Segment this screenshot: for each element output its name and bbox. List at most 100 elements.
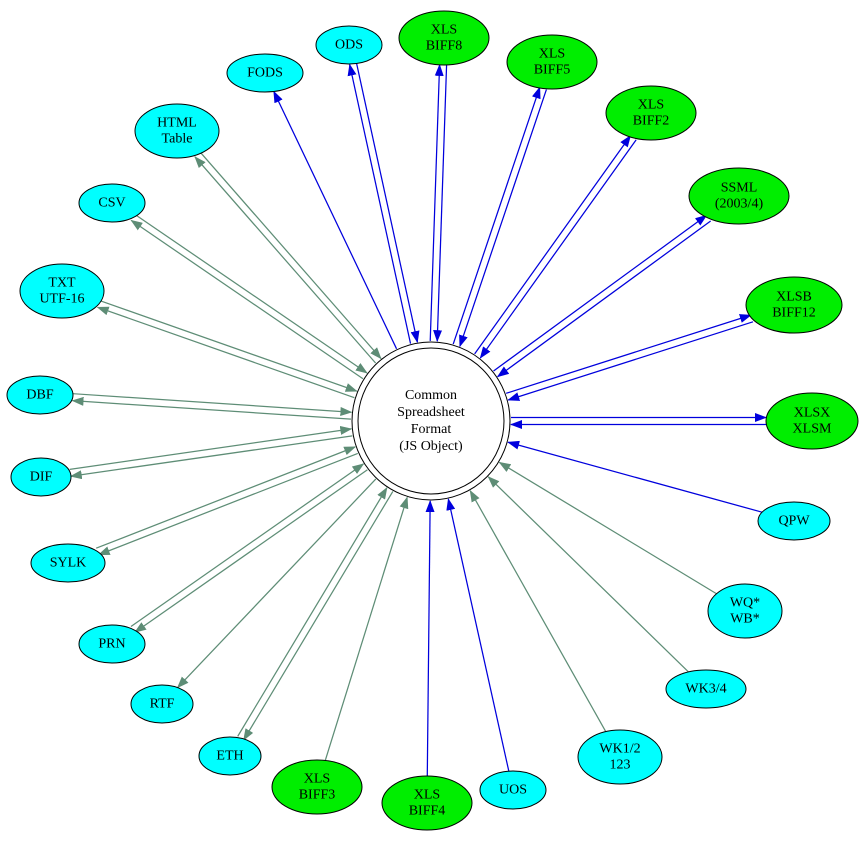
node-ellipse-sylk (30, 543, 106, 583)
node-ellipse-wk34 (665, 669, 747, 709)
edge-ssml-in (496, 220, 712, 378)
edge-xlsb-biff12-out (505, 314, 752, 394)
node-label-txt-utf16: UTF-16 (39, 292, 84, 307)
node-label-xlsb-biff12: XLSB (776, 290, 812, 305)
center-label-line: Format (411, 422, 452, 437)
node-label-rtf: RTF (150, 697, 175, 712)
edge-eth-in (237, 486, 388, 737)
node-label-fods: FODS (247, 66, 283, 81)
edge-prn-in (130, 463, 365, 627)
node-label-ssml: SSML (721, 181, 758, 196)
node-label-html-table: Table (162, 132, 193, 147)
node-label-csv: CSV (98, 196, 125, 211)
edge-eth-out (243, 491, 394, 741)
node-label-uos: UOS (499, 783, 527, 798)
node-rtf: RTF (130, 684, 194, 724)
center-label-line: Spreadsheet (397, 405, 465, 420)
node-label-sylk: SYLK (50, 556, 87, 571)
edge-xls-biff5-out (452, 86, 541, 345)
node-uos: UOS (479, 770, 547, 810)
node-ellipse-xls-biff8 (398, 10, 490, 66)
edge-xls-biff8-out (429, 63, 444, 341)
node-sylk: SYLK (30, 543, 106, 583)
node-ellipse-xls-biff4 (381, 775, 473, 831)
edge-layer (69, 62, 767, 777)
edge-ods-in (355, 62, 420, 344)
edge-ssml-out (493, 214, 708, 372)
node-label-txt-utf16: TXT (48, 276, 76, 291)
node-label-xls-biff4: BIFF4 (409, 804, 446, 819)
node-wq-wb: WQ*WB* (707, 583, 783, 639)
node-ellipse-wq-wb (707, 583, 783, 639)
node-label-xls-biff3: XLS (304, 772, 330, 787)
node-ssml: SSML(2003/4) (688, 167, 790, 225)
node-ellipse-html-table (134, 103, 220, 159)
node-label-xlsx-xlsm: XLSX (794, 406, 831, 421)
edge-uos-in (446, 498, 510, 772)
node-ellipse-ssml (688, 167, 790, 225)
edge-dif-in (69, 426, 353, 470)
edge-xls-biff4-in (425, 499, 435, 777)
node-label-qpw: QPW (778, 514, 810, 529)
center-inner-circle (357, 347, 505, 495)
edge-xlsb-biff12-in (507, 321, 754, 401)
node-dbf: DBF (6, 375, 74, 415)
node-ellipse-dbf (6, 375, 74, 415)
edge-csv-out (130, 219, 364, 380)
node-ods: ODS (315, 25, 383, 65)
node-qpw: QPW (757, 501, 831, 541)
node-ellipse-txt-utf16 (19, 263, 105, 319)
node-prn: PRN (78, 624, 146, 664)
node-label-xls-biff8: XLS (431, 23, 457, 38)
node-label-eth: ETH (216, 749, 243, 764)
node-ellipse-wk12-123 (577, 729, 663, 785)
edge-xls-biff8-in (433, 65, 448, 343)
node-label-ssml: (2003/4) (715, 197, 764, 212)
edge-sylk-in (95, 446, 357, 549)
node-label-prn: PRN (98, 637, 125, 652)
node-label-xlsx-xlsm: XLSM (793, 422, 832, 437)
node-ellipse-ods (315, 25, 383, 65)
node-label-xls-biff8: BIFF8 (426, 39, 463, 54)
edge-prn-out (134, 469, 368, 633)
edge-wk12-123-in (469, 489, 607, 732)
node-eth: ETH (198, 736, 262, 776)
edge-fods-out (273, 90, 398, 350)
center-label-line: Common (405, 388, 457, 403)
edge-dbf-in (72, 393, 353, 416)
node-wk34: WK3/4 (665, 669, 747, 709)
edge-dbf-out (71, 396, 351, 420)
edge-xls-biff5-in (459, 89, 547, 348)
node-ellipse-fods (226, 53, 304, 93)
edge-csv-in (134, 214, 368, 374)
node-ellipse-xls-biff2 (605, 85, 697, 141)
node-label-xls-biff2: XLS (638, 98, 664, 113)
node-label-dif: DIF (30, 470, 53, 485)
edge-rtf-out (176, 478, 377, 689)
node-ellipse-xlsb-biff12 (745, 276, 843, 334)
node-label-wk34: WK3/4 (685, 682, 726, 697)
edge-sylk-out (97, 452, 359, 556)
node-fods: FODS (226, 53, 304, 93)
edge-xls-biff2-in (479, 139, 637, 359)
node-ellipse-csv (78, 183, 146, 223)
edge-xls-biff3-in (324, 496, 409, 761)
node-ellipse-eth (198, 736, 262, 776)
node-ellipse-xlsx-xlsm (765, 392, 859, 450)
edge-qpw-in (507, 440, 763, 513)
center-outer-circle (351, 341, 511, 501)
node-label-xls-biff3: BIFF3 (299, 788, 336, 803)
node-label-wk12-123: 123 (610, 758, 631, 773)
